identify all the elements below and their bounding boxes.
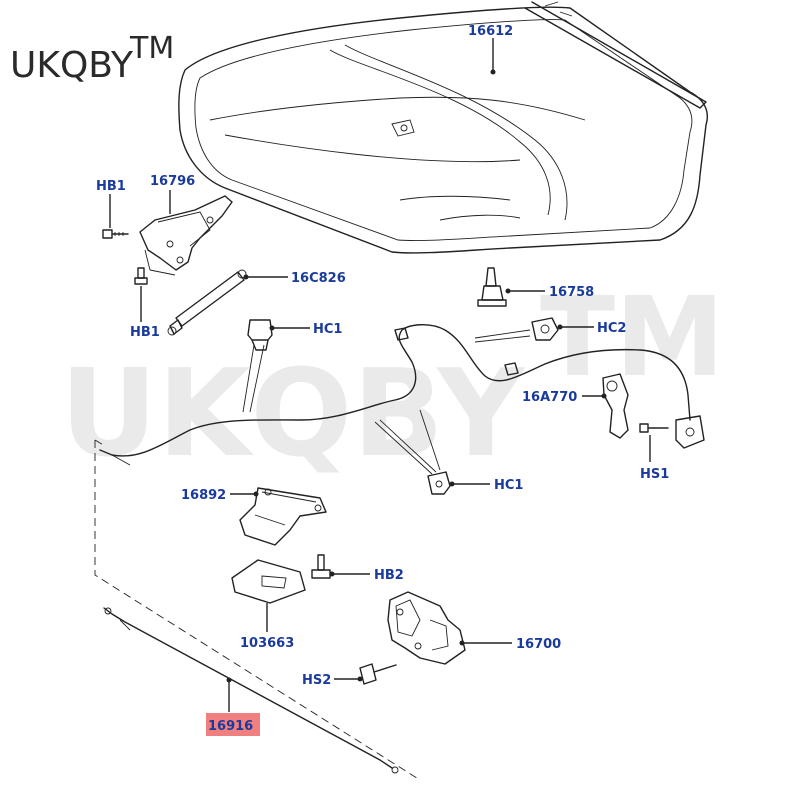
callout-103663: 103663 (240, 636, 294, 651)
bolt-hb2 (311, 554, 331, 579)
hood-bumper (477, 267, 507, 307)
callout-hb2: HB2 (374, 568, 404, 583)
callout-16612: 16612 (468, 24, 513, 39)
callout-16700: 16700 (516, 637, 561, 652)
callout-hc1-top: HC1 (313, 322, 342, 337)
brand-tm: TM (129, 31, 174, 66)
callout-hc2: HC2 (597, 321, 626, 336)
callout-hb1-bottom: HB1 (130, 325, 160, 340)
callout-hs2: HS2 (302, 673, 331, 688)
striker-plate (231, 559, 306, 604)
callout-16758: 16758 (549, 285, 594, 300)
watermark: UKQBY (60, 345, 526, 484)
gas-strut (167, 269, 247, 336)
watermark-tm: TM (540, 273, 725, 401)
callout-16c826: 16C826 (291, 271, 346, 286)
release-cable-upper (99, 324, 691, 466)
release-cable-lower (103, 607, 399, 774)
callout-16796: 16796 (150, 174, 195, 189)
bolt-hb1-top (102, 229, 129, 239)
bolt-hs2 (359, 663, 397, 685)
latch-striker (239, 487, 327, 546)
callout-hb1-top: HB1 (96, 179, 126, 194)
callout-16916: 16916 (208, 719, 253, 734)
release-handle (602, 373, 629, 439)
hood-panel (178, 1, 708, 254)
callout-16a770: 16A770 (522, 390, 577, 405)
callout-16916-highlight (206, 713, 260, 736)
clip-hc2 (531, 317, 559, 341)
hood-latch (387, 591, 466, 665)
callout-hs1: HS1 (640, 467, 669, 482)
clip-hc1-mid (427, 471, 451, 495)
dashed-boundary (94, 439, 421, 781)
bolt-hb1-bottom (134, 267, 148, 285)
brand-logo: UKQBY (10, 45, 134, 86)
hood-hinge (139, 195, 233, 276)
callout-hc1-mid: HC1 (494, 478, 523, 493)
callout-16892: 16892 (181, 488, 226, 503)
screw-hs1 (639, 415, 705, 449)
